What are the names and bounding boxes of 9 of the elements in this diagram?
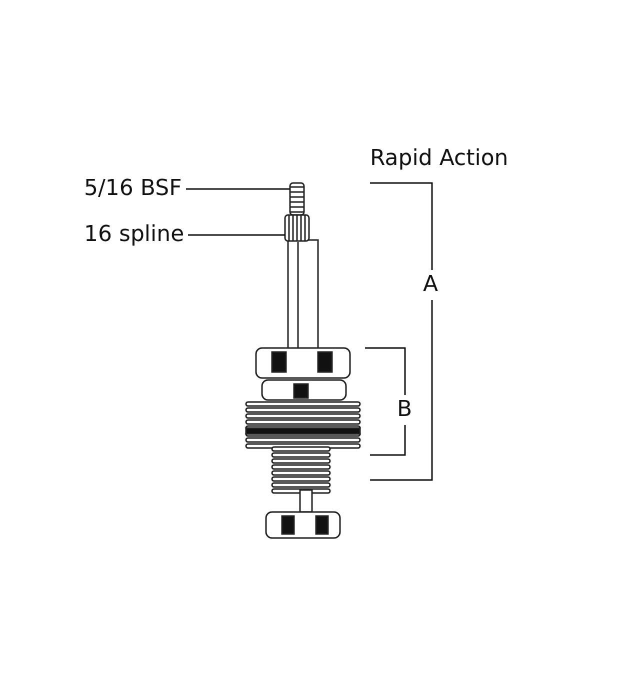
part-label: 16 spline xyxy=(84,222,184,248)
threaded-tip-drawing xyxy=(289,182,305,216)
title: Rapid Action xyxy=(370,146,508,172)
spline-drawing xyxy=(284,214,310,242)
dimension-label: A xyxy=(423,272,438,298)
leader-line xyxy=(186,188,290,190)
part-label: 5/16 BSF xyxy=(84,176,182,202)
leader-line xyxy=(188,234,285,236)
dimension-label: B xyxy=(397,397,412,423)
